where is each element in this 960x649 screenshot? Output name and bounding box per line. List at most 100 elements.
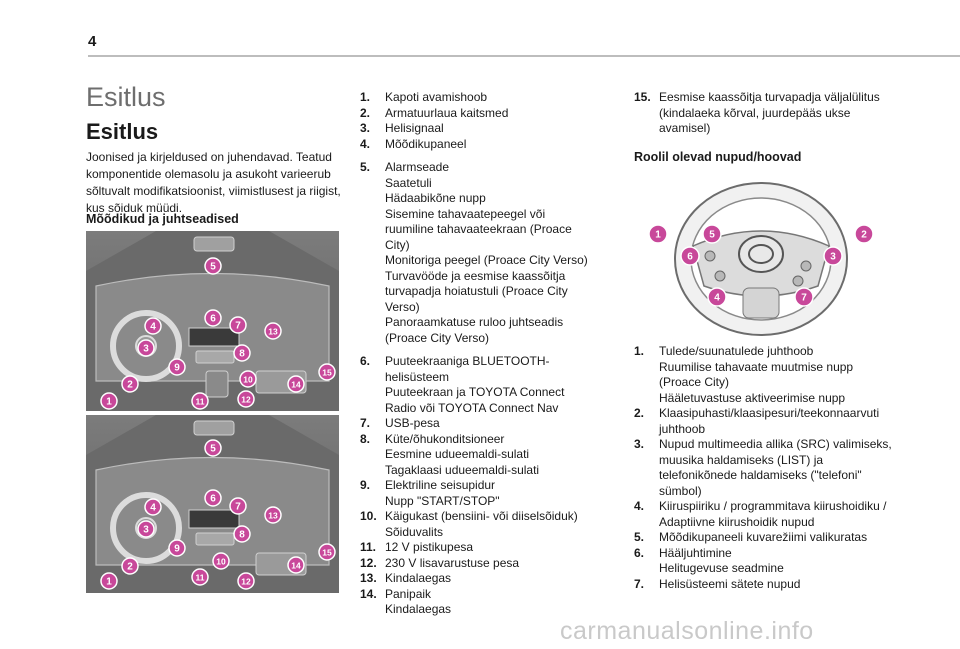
component-item-text: Armatuurlaua kaitsmed [385,105,509,120]
svg-text:13: 13 [268,327,278,337]
callout-2: 2 [854,224,874,244]
component-item: 8. Küte/õhukonditsioneer Eesmine udueemal… [360,432,592,479]
callout-3: 3 [823,246,843,266]
svg-text:11: 11 [196,397,205,407]
component-item-number: 10. [360,509,377,523]
svg-text:12: 12 [241,577,251,587]
component-item: 6.Puuteekraaniga BLUETOOTH-helisüsteem P… [360,354,592,416]
component-item: 9.Elektriline seisupidur Nupp "START/STO… [360,478,592,509]
svg-text:10: 10 [243,375,253,385]
dashboard-heading: Mõõdikud ja juhtseadised [86,212,239,226]
callout-11: 11 [191,392,209,410]
component-item-text: Panipaik Kindalaegas [385,586,452,617]
svg-text:1: 1 [106,577,112,588]
component-item: 5.Alarmseade Saatetuli Hädaabikõne nupp … [360,160,592,346]
svg-text:7: 7 [235,321,241,332]
component-item: 10. Käigukast (bensiini- või diiselsõiduk… [360,509,592,540]
component-item: 11.12 V pistikupesa [360,540,592,556]
callout-9: 9 [168,358,186,376]
callout-4: 4 [144,317,162,335]
wheel-control-item: 3.Nupud multimeedia allika (SRC) valimis… [634,437,896,499]
svg-text:9: 9 [174,544,180,555]
component-item-number: 7. [360,416,371,430]
svg-text:15: 15 [322,548,332,558]
svg-text:10: 10 [216,557,226,567]
component-item: 1.Kapoti avamishoob [360,90,592,106]
callout-14: 14 [287,375,305,393]
callout-7: 7 [229,316,247,334]
component-item: 14.Panipaik Kindalaegas [360,587,592,618]
item-15: 15. Eesmise kaassõitja turvapadja väljal… [634,90,884,137]
item-15-text: Eesmise kaassõitja turvapadja väljalülit… [659,90,880,135]
wheel-control-item-text: Helisüsteemi sätete nupud [659,576,801,591]
component-item-number: 2. [360,105,371,120]
component-item-text: Küte/õhukonditsioneer Eesmine udueemaldi… [385,431,540,477]
component-item-number: 9. [360,478,371,492]
callout-6: 6 [204,309,222,327]
wheel-control-item: 4.Kiiruspiiriku / programmitava kiirusho… [634,499,896,530]
svg-text:15: 15 [322,368,332,378]
svg-text:4: 4 [150,322,156,333]
list-gap [360,152,592,160]
wheel-controls-list: 1.Tulede/suunatulede juhthoob Ruumilise … [634,344,896,592]
svg-text:7: 7 [801,293,807,304]
callout-1: 1 [100,392,118,410]
svg-text:1: 1 [106,397,112,408]
callout-9: 9 [168,539,186,557]
component-item-text: Kapoti avamishoob [385,90,488,104]
component-item: 3.Helisignaal [360,121,592,137]
callout-4: 4 [707,287,727,307]
svg-text:8: 8 [239,349,245,360]
component-item-text: Kindalaegas [385,571,452,585]
svg-text:5: 5 [210,444,216,455]
callout-15: 15 [318,543,336,561]
component-item-text: Puuteekraaniga BLUETOOTH-helisüsteem Puu… [385,354,565,415]
chapter-title: Esitlus [86,82,166,112]
callout-8: 8 [233,344,251,362]
wheel-control-item-text: Hääljuhtimine Helitugevuse seadmine [659,545,784,576]
wheel-control-item-number: 4. [634,499,645,513]
callout-10: 10 [212,552,230,570]
callout-2: 2 [121,375,139,393]
steering-wheel-illustration [674,182,848,336]
svg-text:8: 8 [239,530,245,541]
component-item-number: 8. [360,431,371,446]
component-item-text: Käigukast (bensiini- või diiselsõiduk) S… [385,509,578,539]
svg-text:2: 2 [861,230,867,241]
svg-text:13: 13 [268,511,278,521]
svg-text:4: 4 [150,503,156,514]
svg-text:3: 3 [143,525,149,536]
component-item-number: 3. [360,121,371,135]
svg-text:3: 3 [143,344,149,355]
svg-text:2: 2 [127,380,133,391]
component-item-text: 12 V pistikupesa [385,540,474,554]
svg-text:11: 11 [196,573,205,583]
callout-4: 4 [144,498,162,516]
section-title: Esitlus [86,119,159,144]
component-item: 2. Armatuurlaua kaitsmed [360,106,592,122]
svg-text:14: 14 [291,561,301,571]
svg-text:3: 3 [830,252,836,263]
component-item-number: 13. [360,571,377,585]
component-item-number: 4. [360,136,371,151]
wheel-control-item: 2.Klaasipuhasti/klaasipesuri/teekonnaarv… [634,406,896,437]
svg-text:2: 2 [127,562,133,573]
svg-text:5: 5 [709,230,715,241]
callout-13: 13 [264,322,282,340]
callout-7: 7 [229,497,247,515]
wheel-control-item: 5.Mõõdikupaneeli kuvarežiimi valikuratas [634,530,896,546]
component-item: 13. Kindalaegas [360,571,592,587]
wheel-control-item-text: Klaasipuhasti/klaasipesuri/teekonnaarvut… [659,406,880,436]
callout-3: 3 [137,520,155,538]
svg-text:6: 6 [210,314,216,325]
callout-13: 13 [264,506,282,524]
item-15-number: 15. [634,90,651,104]
callout-11: 11 [191,568,209,586]
component-item-text: 230 V lisavarustuse pesa [385,555,520,570]
component-item-text: Alarmseade Saatetuli Hädaabikõne nupp Si… [385,160,588,345]
component-item: 7.USB-pesa [360,416,592,432]
callout-1: 1 [648,224,668,244]
